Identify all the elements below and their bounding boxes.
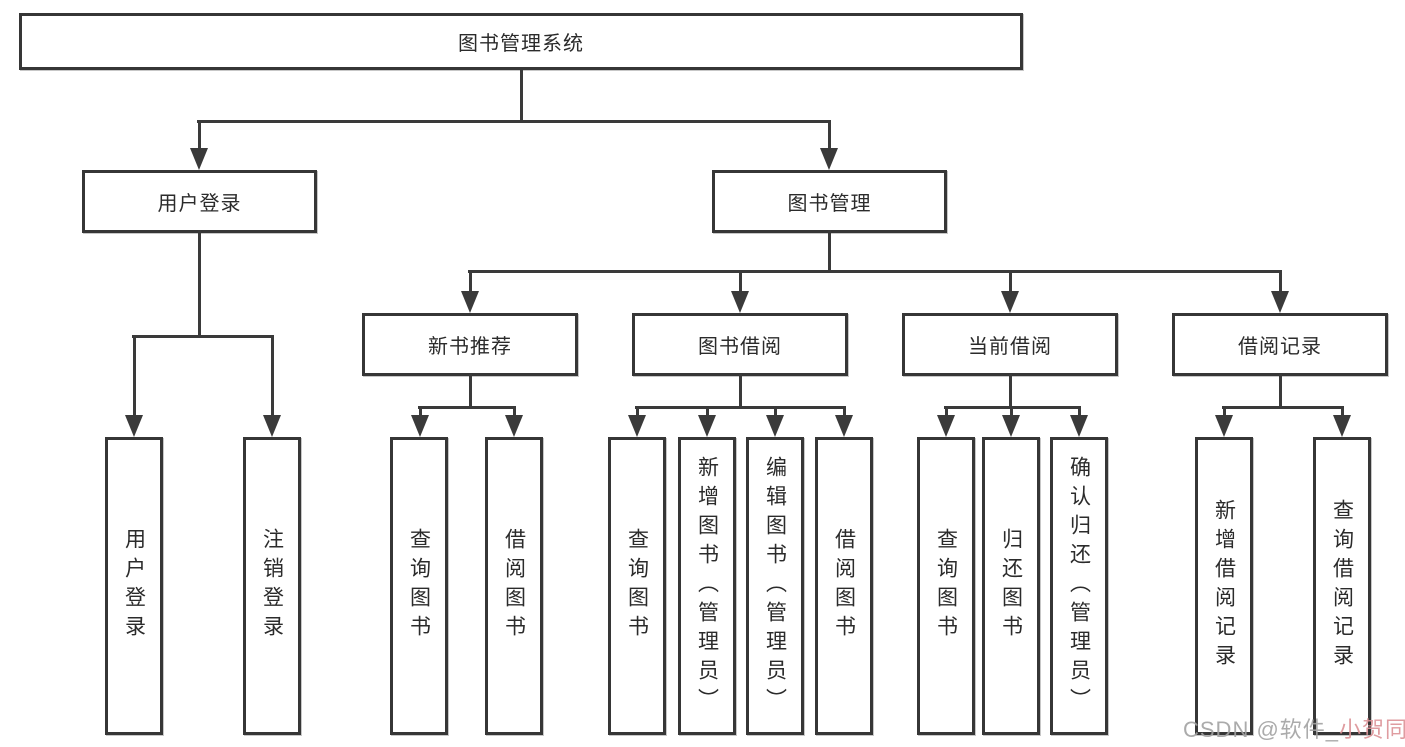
connector-rail xyxy=(418,406,516,409)
node-user-login: 用户登录 xyxy=(82,170,317,233)
leaf-current-confirm-return-admin: 确认归还（管理员） xyxy=(1050,437,1108,735)
leaf-recommend-borrow-books: 借阅图书 xyxy=(485,437,543,735)
connector-stem xyxy=(469,270,472,293)
connector-stem xyxy=(774,406,777,417)
arrow-down-icon xyxy=(1002,415,1020,437)
leaf-records-query-record-label: 查询借阅记录 xyxy=(1330,499,1354,673)
connector-stem xyxy=(1010,406,1013,417)
arrow-down-icon xyxy=(820,148,838,170)
arrow-down-icon xyxy=(411,415,429,437)
arrow-down-icon xyxy=(190,148,208,170)
arrow-down-icon xyxy=(766,415,784,437)
connector-stem xyxy=(419,406,422,417)
connector-stub xyxy=(1279,374,1282,409)
leaf-borrow-query-books-label: 查询图书 xyxy=(625,528,649,644)
connector-level3-rail xyxy=(468,270,1282,273)
connector-rail xyxy=(1222,406,1344,409)
connector-stem xyxy=(828,120,831,150)
node-book-management-label: 图书管理 xyxy=(787,193,872,215)
connector-stub xyxy=(469,374,472,409)
connector-rail xyxy=(635,406,846,409)
connector-stub xyxy=(1009,374,1012,409)
node-root: 图书管理系统 xyxy=(19,13,1023,70)
node-new-book-recommend-label: 新书推荐 xyxy=(428,336,512,358)
csdn-watermark-right: 小贺同学 xyxy=(1339,717,1405,742)
leaf-recommend-query-books: 查询图书 xyxy=(390,437,448,735)
leaf-records-add-record: 新增借阅记录 xyxy=(1195,437,1253,735)
leaf-borrow-query-books: 查询图书 xyxy=(608,437,666,735)
connector-stem xyxy=(706,406,709,417)
node-current-borrow-label: 当前借阅 xyxy=(968,336,1052,358)
node-new-book-recommend: 新书推荐 xyxy=(362,313,578,376)
leaf-user-login-label: 用户登录 xyxy=(122,528,146,644)
leaf-records-query-record: 查询借阅记录 xyxy=(1313,437,1371,735)
connector-stub xyxy=(739,374,742,409)
arrow-down-icon xyxy=(505,415,523,437)
connector-stem xyxy=(636,406,639,417)
connector-root-stub xyxy=(520,70,523,123)
arrow-down-icon xyxy=(125,415,143,437)
connector-stem xyxy=(1223,406,1226,417)
node-borrow-records: 借阅记录 xyxy=(1172,313,1388,376)
connector-stem xyxy=(133,335,136,417)
node-book-borrow: 图书借阅 xyxy=(632,313,848,376)
node-root-label: 图书管理系统 xyxy=(458,33,584,55)
leaf-recommend-borrow-books-label: 借阅图书 xyxy=(502,528,526,644)
csdn-watermark: CSDN @软件_小贺同学 xyxy=(1183,712,1405,744)
arrow-down-icon xyxy=(1333,415,1351,437)
arrow-down-icon xyxy=(1001,291,1019,313)
connector-stem xyxy=(945,406,948,417)
connector-stem xyxy=(198,120,201,150)
arrow-down-icon xyxy=(698,415,716,437)
connector-stem xyxy=(843,406,846,417)
connector-level2-rail xyxy=(197,120,831,123)
leaf-borrow-borrow-books: 借阅图书 xyxy=(815,437,873,735)
leaf-logout-label: 注销登录 xyxy=(260,528,284,644)
leaf-borrow-add-books-admin-label: 新增图书（管理员） xyxy=(695,455,719,717)
leaf-current-return-books: 归还图书 xyxy=(982,437,1040,735)
leaf-borrow-borrow-books-label: 借阅图书 xyxy=(832,528,856,644)
node-book-management: 图书管理 xyxy=(712,170,947,233)
arrow-down-icon xyxy=(628,415,646,437)
leaf-current-query-books-label: 查询图书 xyxy=(934,528,958,644)
node-current-borrow: 当前借阅 xyxy=(902,313,1118,376)
arrow-down-icon xyxy=(1271,291,1289,313)
arrow-down-icon xyxy=(263,415,281,437)
arrow-down-icon xyxy=(1215,415,1233,437)
arrow-down-icon xyxy=(1070,415,1088,437)
node-borrow-records-label: 借阅记录 xyxy=(1238,336,1322,358)
arrow-down-icon xyxy=(731,291,749,313)
leaf-borrow-edit-books-admin-label: 编辑图书（管理员） xyxy=(763,455,787,717)
connector-stem xyxy=(1341,406,1344,417)
node-book-borrow-label: 图书借阅 xyxy=(698,336,782,358)
leaf-borrow-add-books-admin: 新增图书（管理员） xyxy=(678,437,736,735)
leaf-current-confirm-return-admin-label: 确认归还（管理员） xyxy=(1067,455,1091,717)
connector-stem xyxy=(739,270,742,293)
leaf-user-login: 用户登录 xyxy=(105,437,163,735)
leaf-borrow-edit-books-admin: 编辑图书（管理员） xyxy=(746,437,804,735)
connector-user-login-stub xyxy=(198,230,201,338)
connector-stem xyxy=(1279,270,1282,293)
connector-stem xyxy=(1078,406,1081,417)
csdn-watermark-left: CSDN @软件_ xyxy=(1183,717,1340,742)
arrow-down-icon xyxy=(937,415,955,437)
leaf-current-query-books: 查询图书 xyxy=(917,437,975,735)
leaf-current-return-books-label: 归还图书 xyxy=(999,528,1023,644)
connector-stem xyxy=(513,406,516,417)
connector-stem xyxy=(1009,270,1012,293)
leaf-logout: 注销登录 xyxy=(243,437,301,735)
connector-book-management-stub xyxy=(828,230,831,273)
node-user-login-label: 用户登录 xyxy=(157,193,242,215)
arrow-down-icon xyxy=(461,291,479,313)
leaf-records-add-record-label: 新增借阅记录 xyxy=(1212,499,1236,673)
arrow-down-icon xyxy=(835,415,853,437)
connector-stem xyxy=(271,335,274,417)
connector-user-login-rail xyxy=(132,335,274,338)
leaf-recommend-query-books-label: 查询图书 xyxy=(407,528,431,644)
